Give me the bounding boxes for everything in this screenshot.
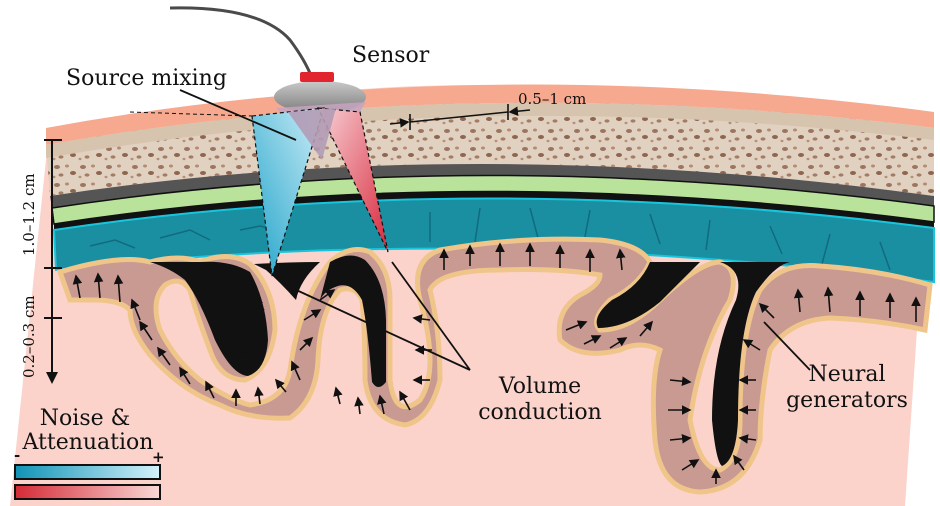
sensor-cap — [300, 72, 334, 82]
spacing-label: 0.5–1 cm — [518, 92, 586, 107]
sensor-label: Sensor — [352, 45, 429, 67]
legend-minus-label: - — [14, 448, 20, 463]
legend-blue-bar — [15, 465, 160, 479]
source-mixing-label: Source mixing — [66, 68, 227, 90]
neural-label-line1: Neural — [802, 364, 892, 386]
depth-inner-label: 0.2–0.3 cm — [22, 295, 37, 378]
legend-title-line2: Attenuation — [18, 432, 158, 454]
depth-outer-label: 1.0–1.2 cm — [22, 173, 37, 256]
legend-red-bar — [15, 485, 160, 499]
legend-plus-label: + — [152, 450, 165, 465]
volume-label-line1: Volume — [490, 376, 590, 398]
volume-label-line2: conduction — [470, 402, 610, 424]
neural-label-line2: generators — [782, 390, 912, 412]
legend-title-line1: Noise & — [30, 408, 140, 430]
